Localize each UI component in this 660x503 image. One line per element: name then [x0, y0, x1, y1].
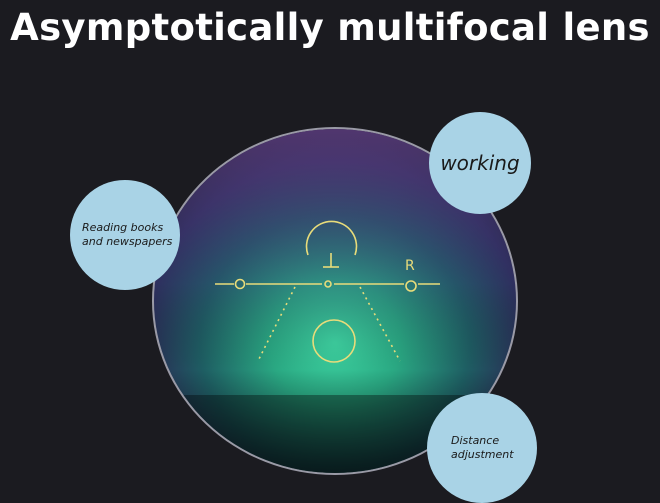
right-circle-marking	[405, 280, 417, 292]
lens	[150, 125, 520, 477]
working-zone-bubble: working	[429, 112, 531, 214]
right-corridor-marking	[359, 286, 401, 362]
working-zone-label: working	[440, 151, 520, 175]
center-circle-marking	[324, 280, 332, 288]
left-circle-marking	[234, 278, 246, 290]
lens-graphic	[152, 127, 518, 475]
reading-zone-label: Reading books and newspapers	[82, 221, 173, 248]
right-eye-marking: R	[405, 258, 415, 274]
reading-zone-bubble: Reading books and newspapers	[70, 180, 180, 290]
near-zone-circle-marking	[312, 319, 356, 363]
page-title: Asymptotically multifocal lens	[10, 6, 650, 49]
distance-zone-bubble: Distance adjustment	[427, 393, 537, 503]
top-arc-marking	[305, 220, 358, 256]
distance-zone-label: Distance adjustment	[451, 434, 514, 461]
left-corridor-marking	[257, 286, 296, 362]
